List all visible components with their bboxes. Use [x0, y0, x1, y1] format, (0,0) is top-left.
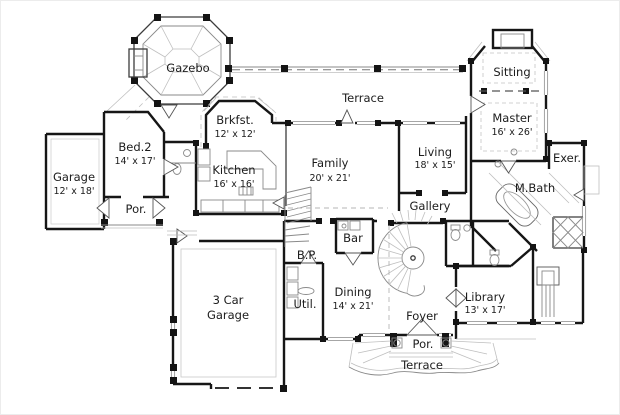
stair-balcony-ticks [391, 209, 433, 226]
windows-layer [170, 41, 588, 380]
room-dims-kitchen: 16' x 16' [213, 179, 254, 190]
terrace-bottom-structure [101, 224, 536, 376]
room-label-terrace-bottom: Terrace [400, 358, 443, 372]
walls-left-wing [44, 110, 169, 231]
porch-column [390, 333, 397, 347]
room-dims-brkfst: 12' x 12' [214, 129, 255, 140]
walls-powder [444, 219, 538, 268]
room-dims-living: 18' x 15' [414, 160, 455, 171]
dashed-guides [50, 52, 539, 389]
front-door [405, 318, 439, 336]
room-label-kitchen: Kitchen [212, 163, 255, 177]
room-label-terrace-top: Terrace [341, 91, 384, 105]
doors-layer [96, 95, 585, 336]
terrace-post [459, 65, 466, 72]
toilet [489, 254, 500, 266]
washer [286, 266, 299, 281]
room-label-garage: Garage [53, 170, 95, 184]
master-door [470, 95, 486, 114]
sink [183, 149, 191, 157]
room-label-gallery: Gallery [410, 199, 451, 213]
labels-layer: Gazebo Terrace Sitting Master 16' x 26' … [53, 61, 581, 372]
room-label-brkfst: Brkfst. [216, 113, 253, 127]
terrace-post [281, 65, 288, 72]
window [170, 41, 588, 380]
sitting-fireplace [491, 28, 534, 50]
master-tub [495, 183, 539, 227]
room-dims-bed2: 14' x 17' [114, 156, 155, 167]
room-label-foyer: Foyer [406, 309, 438, 323]
room-dims-dining: 14' x 21' [332, 301, 373, 312]
room-label-mbath: M.Bath [515, 181, 555, 195]
room-label-garage3-line1: 3 Car [213, 293, 244, 307]
outdoor-fireplace [536, 266, 560, 286]
room-label-master: Master [492, 111, 532, 125]
walls-garage3-util-dining [171, 239, 361, 389]
room-dims-garage: 12' x 18' [53, 186, 94, 197]
room-dims-master: 16' x 26' [491, 127, 532, 138]
room-label-por-left: Por. [126, 202, 147, 216]
room-label-family: Family [311, 156, 348, 170]
room-label-util: Util. [294, 297, 317, 311]
library-door [445, 287, 457, 309]
terrace-fan-lines [348, 340, 499, 368]
sink [463, 224, 471, 232]
room-label-por-bottom: Por. [413, 337, 434, 351]
gazebo-structure [106, 14, 233, 122]
room-label-dining: Dining [334, 285, 371, 299]
room-label-sitting: Sitting [493, 65, 530, 79]
room-dims-family: 20' x 21' [309, 173, 350, 184]
sink [510, 148, 518, 156]
terrace-post [225, 65, 232, 72]
fixtures-layer [164, 148, 600, 317]
dryer [286, 281, 299, 296]
walls-kitchen-brkfst [164, 99, 288, 216]
gazebo-bench [128, 48, 148, 78]
kitchen-island [226, 150, 277, 190]
room-label-library: Library [465, 290, 505, 304]
spiral-stair [377, 209, 433, 297]
room-label-bar: Bar [343, 231, 363, 245]
room-label-living: Living [418, 145, 452, 159]
terrace-colonnade [225, 65, 466, 73]
room-label-garage3-line2: Garage [207, 308, 249, 322]
gazebo-posts [131, 14, 233, 107]
room-dims-library: 13' x 17' [464, 305, 505, 316]
sink [494, 160, 502, 168]
terrace-post [374, 65, 381, 72]
toilet [450, 229, 461, 241]
room-label-bp: B.P. [297, 248, 317, 262]
room-label-gazebo: Gazebo [166, 61, 209, 75]
room-label-exer: Exer. [553, 151, 581, 165]
back-stair [284, 186, 312, 247]
gazebo-roof-beams [142, 25, 222, 96]
room-label-bed2: Bed.2 [118, 140, 151, 154]
